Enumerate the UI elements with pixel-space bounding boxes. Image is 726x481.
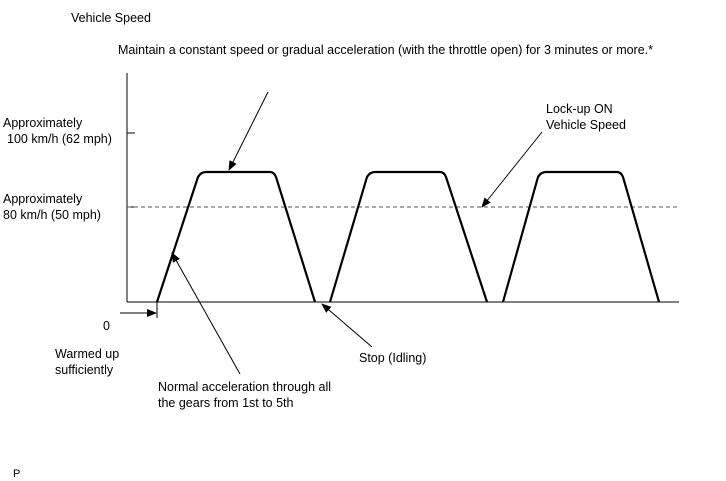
lockup-label-line1: Lock-up ON — [546, 102, 613, 116]
zero-label: 0 — [103, 319, 110, 333]
warmed-up-label-line2: sufficiently — [55, 363, 114, 377]
constant-speed-arrow — [228, 91, 269, 171]
lockup-arrow — [481, 131, 543, 208]
speed-trace-2 — [328, 170, 489, 303]
stop-arrow — [321, 303, 373, 348]
warmed-up-label-line1: Warmed up — [55, 347, 119, 361]
top-note: Maintain a constant speed or gradual acc… — [118, 43, 653, 57]
speed-100-label-line1: Approximately — [3, 116, 83, 130]
footer-code: P — [13, 468, 20, 480]
acceleration-arrow — [171, 252, 241, 375]
acceleration-label-line1: Normal acceleration through all — [158, 380, 331, 394]
speed-100-label-line2: 100 km/h (62 mph) — [7, 132, 112, 146]
speed-trace-3 — [501, 170, 661, 303]
speed-trace-1 — [155, 170, 317, 303]
y-axis-title: Vehicle Speed — [71, 11, 151, 25]
speed-80-label-line1: Approximately — [3, 192, 83, 206]
lockup-label-line2: Vehicle Speed — [546, 118, 626, 132]
acceleration-label-line2: the gears from 1st to 5th — [158, 396, 294, 410]
speed-80-label-line2: 80 km/h (50 mph) — [3, 208, 101, 222]
stop-label: Stop (Idling) — [359, 351, 426, 365]
